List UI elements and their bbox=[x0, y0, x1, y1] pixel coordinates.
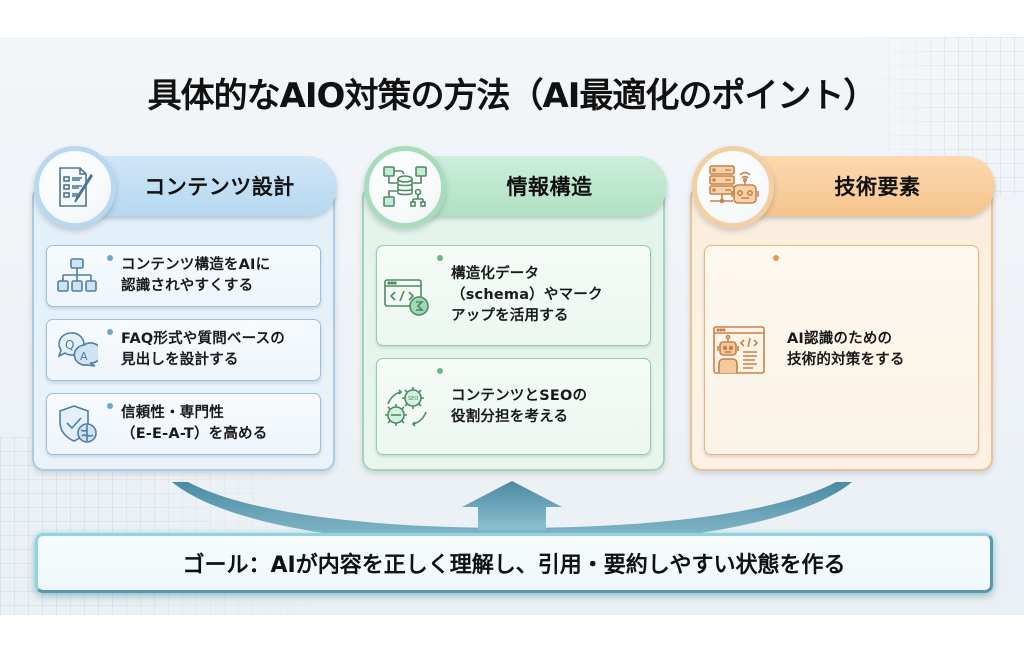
list-item: 信頼性・専門性 （E-E-A-T）を高める bbox=[46, 393, 321, 455]
database-flow-icon bbox=[364, 146, 446, 228]
column-heading: 技術要素 bbox=[834, 175, 921, 199]
bullet bbox=[437, 368, 443, 374]
column-technical-elements: AI認識のための 技術的対策をする 技術要素 bbox=[690, 146, 995, 471]
bullet bbox=[107, 255, 113, 261]
robot-code-window-icon bbox=[705, 324, 773, 376]
item-text: 信頼性・専門性 （E-E-A-T）を高める bbox=[121, 405, 268, 442]
column-panel: 構造化データ （schema）やマーク アップを活用する SEO bbox=[362, 186, 665, 471]
svg-text:SEO: SEO bbox=[408, 396, 418, 402]
seo-gears-icon: SEO bbox=[377, 384, 437, 430]
column-heading: 情報構造 bbox=[506, 175, 593, 199]
diagram-title: 具体的なAIO対策の方法（AI最適化のポイント） bbox=[147, 76, 878, 116]
bullet bbox=[437, 255, 443, 261]
goal-text: ゴール：AIが内容を正しく理解し、引用・要約しやすい状態を作る bbox=[182, 553, 846, 578]
item-text: 構造化データ （schema）やマーク アップを活用する bbox=[451, 266, 603, 324]
item-text: AI認識のための 技術的対策をする bbox=[787, 331, 905, 368]
list-item: 構造化データ （schema）やマーク アップを活用する bbox=[376, 245, 651, 346]
item-text: コンテンツとSEOの 役割分担を考える bbox=[451, 387, 588, 425]
svg-text:A: A bbox=[80, 350, 88, 363]
list-item: Q A FAQ形式や質問ベースの 見出しを設計する bbox=[46, 319, 321, 381]
convergence-arrow-icon bbox=[172, 481, 852, 546]
server-robot-icon bbox=[692, 146, 774, 228]
column-panel: AI認識のための 技術的対策をする bbox=[690, 186, 993, 471]
list-item: コンテンツ構造をAIに 認識されやすくする bbox=[46, 245, 321, 307]
column-content-design: コンテンツ構造をAIに 認識されやすくする Q A FAQ形式や質問ベースの 見… bbox=[32, 146, 337, 471]
list-item: SEO コンテンツとSEOの 役割分担を考える bbox=[376, 358, 651, 455]
bullet bbox=[107, 403, 113, 409]
column-heading: コンテンツ設計 bbox=[144, 175, 295, 199]
shield-brain-icon bbox=[47, 404, 107, 444]
code-window-icon bbox=[377, 274, 437, 318]
goal-banner: ゴール：AIが内容を正しく理解し、引用・要約しやすい状態を作る bbox=[35, 533, 993, 593]
bullet bbox=[773, 255, 779, 261]
document-edit-icon bbox=[34, 146, 116, 228]
item-text: FAQ形式や質問ベースの 見出しを設計する bbox=[121, 331, 285, 368]
qa-bubbles-icon: Q A bbox=[47, 330, 107, 370]
column-information-structure: 構造化データ （schema）やマーク アップを活用する SEO bbox=[362, 146, 667, 471]
item-text: コンテンツ構造をAIに 認識されやすくする bbox=[121, 257, 271, 294]
column-panel: コンテンツ構造をAIに 認識されやすくする Q A FAQ形式や質問ベースの 見… bbox=[32, 186, 335, 471]
hierarchy-icon bbox=[47, 257, 107, 295]
list-item: AI認識のための 技術的対策をする bbox=[704, 245, 979, 455]
bullet bbox=[107, 329, 113, 335]
svg-text:Q: Q bbox=[65, 338, 74, 352]
